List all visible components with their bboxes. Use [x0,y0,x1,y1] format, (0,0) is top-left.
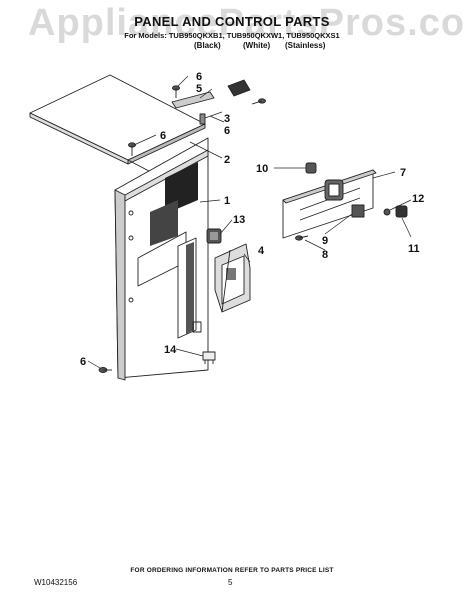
latch-bracket [171,79,251,125]
callout-9: 9 [322,235,328,247]
callout-4: 4 [258,245,265,257]
screw-left-bottom [98,367,112,373]
callout-2: 2 [224,154,230,166]
ordering-note: FOR ORDERING INFORMATION REFER TO PARTS … [130,567,334,574]
document-number: W10432156 [34,578,78,587]
knob [206,228,222,244]
switch [351,204,365,218]
callout-5: 5 [196,83,202,95]
callout-6-right: 6 [224,125,230,137]
callout-6-bottom: 6 [80,356,86,368]
push-button [305,162,317,174]
side-panel [114,137,209,381]
page-title: PANEL AND CONTROL PARTS [134,14,330,29]
color-label-black: (Black) [194,41,221,50]
callout-10: 10 [256,163,268,175]
callout-11: 11 [408,243,420,255]
page-number: 5 [228,578,233,587]
leader-lines [87,75,412,369]
screw-right-top [251,98,266,105]
callout-6-top: 6 [196,71,202,83]
callout-3: 3 [224,113,230,125]
screw-top [172,85,180,98]
lower-bracket [202,351,216,364]
color-label-stainless: (Stainless) [285,41,326,50]
callout-13: 13 [233,214,245,226]
callout-8: 8 [322,249,328,261]
callout-6-plate: 6 [160,130,166,142]
callout-7: 7 [400,167,406,179]
nut [383,208,391,216]
callout-12: 12 [412,193,424,205]
cap [395,205,408,218]
model-list: For Models: TUB950QKXB1, TUB950QKXW1, TU… [124,31,340,40]
screw-plate [128,142,136,156]
control-panel [282,169,377,239]
callout-14: 14 [164,344,177,356]
callout-1: 1 [224,195,230,207]
color-label-white: (White) [243,41,271,50]
watermark: AppliancePartsPros.com [28,2,464,44]
screw-panel [295,235,309,241]
control-board [214,243,251,313]
